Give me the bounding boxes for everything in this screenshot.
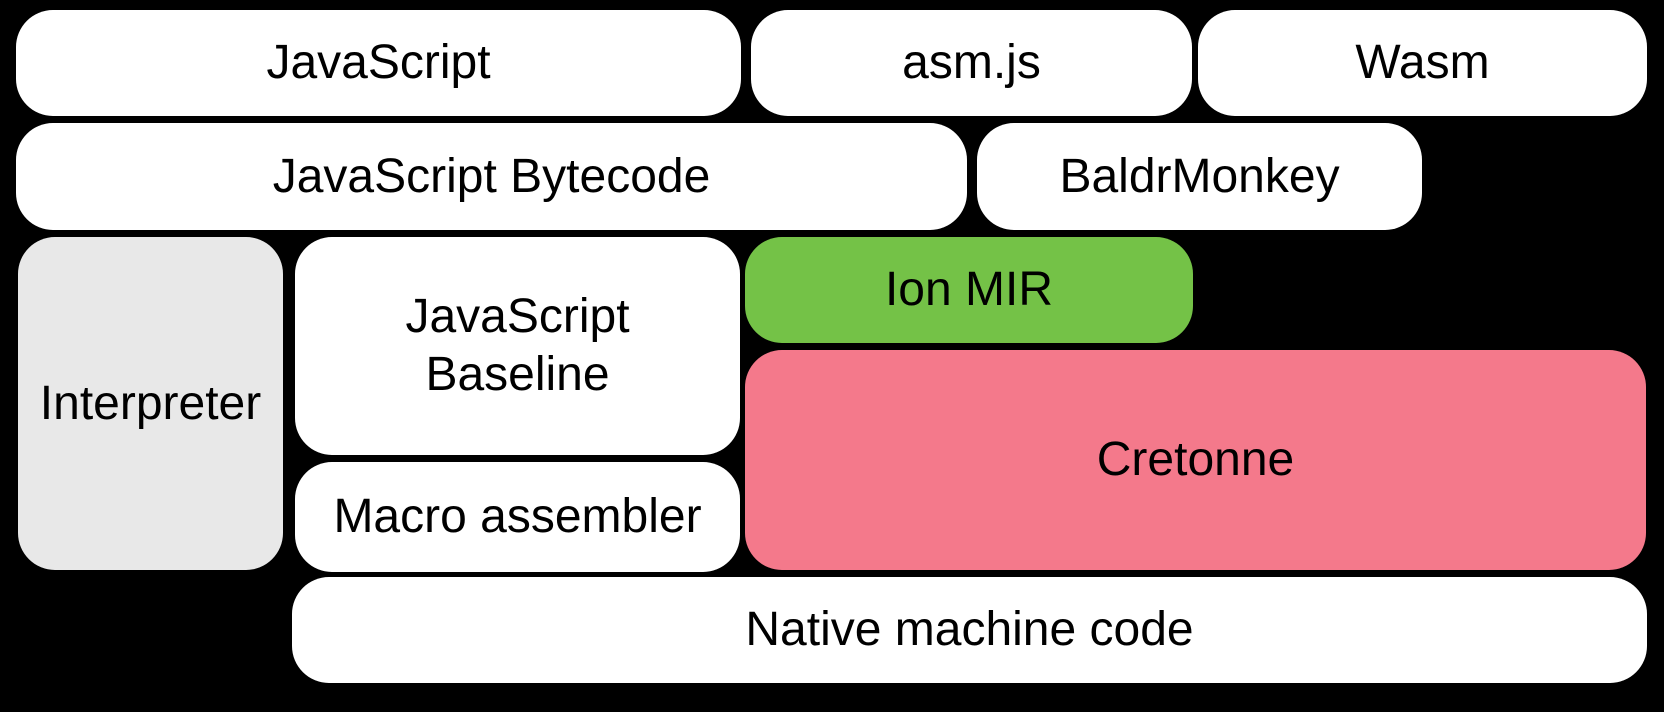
box-cretonne: Cretonne <box>745 350 1646 570</box>
box-asmjs: asm.js <box>751 10 1192 116</box>
box-interpreter: Interpreter <box>18 237 283 570</box>
box-baldrmonkey: BaldrMonkey <box>977 123 1422 230</box>
box-macro-assembler: Macro assembler <box>295 462 740 572</box>
box-javascript-baseline-label: JavaScript Baseline <box>405 290 630 401</box>
box-wasm-label: Wasm <box>1355 36 1490 90</box>
box-javascript-bytecode-label: JavaScript Bytecode <box>272 149 711 203</box>
box-native-machine-code: Native machine code <box>292 577 1647 683</box>
box-ion-mir-label: Ion MIR <box>884 263 1054 317</box>
box-asmjs-label: asm.js <box>902 36 1041 90</box>
box-ion-mir: Ion MIR <box>745 237 1193 343</box>
box-javascript: JavaScript <box>16 10 741 116</box>
box-javascript-baseline: JavaScript Baseline <box>295 237 740 455</box>
box-baldrmonkey-label: BaldrMonkey <box>1059 149 1340 203</box>
box-macro-assembler-label: Macro assembler <box>333 490 702 544</box>
box-cretonne-label: Cretonne <box>1096 433 1295 487</box>
box-wasm: Wasm <box>1198 10 1647 116</box>
box-native-machine-code-label: Native machine code <box>745 603 1194 657</box>
box-interpreter-label: Interpreter <box>39 376 262 430</box>
box-javascript-bytecode: JavaScript Bytecode <box>16 123 967 230</box>
box-javascript-label: JavaScript <box>266 36 491 90</box>
